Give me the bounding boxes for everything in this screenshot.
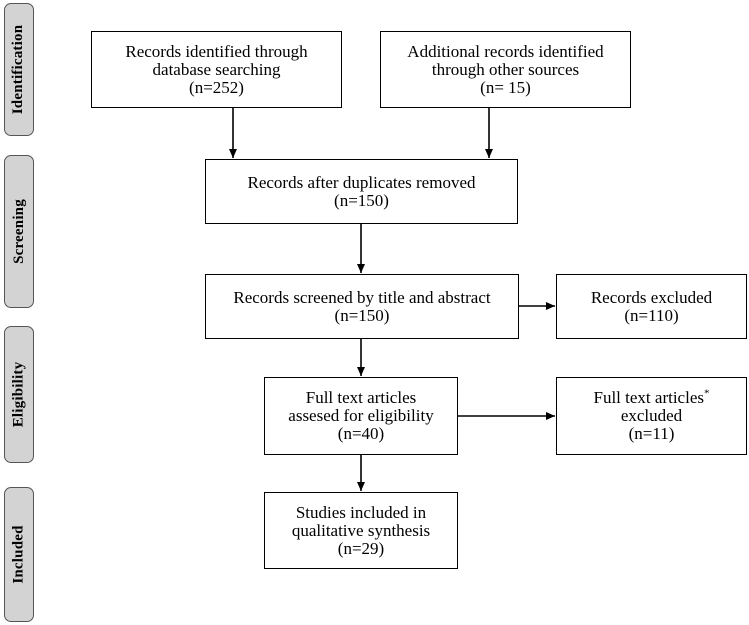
screened-records-box: Records screened by title and abstract (… (205, 274, 519, 339)
other-sources-count: (n= 15) (480, 77, 531, 97)
phase-screening: Screening (4, 155, 34, 308)
full-text-assessed-line1: Full text articles (305, 388, 417, 407)
other-sources-line2: through other sources (431, 59, 580, 79)
other-sources-line1: Additional records identified (407, 41, 604, 61)
phase-identification: Identification (4, 3, 34, 136)
studies-included-line2: qualitative synthesis (291, 520, 431, 540)
full-text-assessed-box: Full text articles assesed for eligibili… (264, 377, 458, 455)
full-text-excluded-count: (n=11) (628, 424, 675, 443)
records-excluded-line1: Records excluded (590, 287, 713, 307)
database-records-line2: database searching (152, 59, 281, 79)
duplicates-removed-line1: Records after duplicates removed (247, 172, 476, 192)
asterisk-footnote-mark: * (703, 387, 710, 400)
database-records-count: (n=252) (189, 77, 244, 97)
phase-eligibility: Eligibility (4, 326, 34, 463)
studies-included-box: Studies included in qualitative synthesi… (264, 492, 458, 569)
records-excluded-box: Records excluded (n=110) (556, 274, 747, 339)
duplicates-removed-count: (n=150) (334, 190, 389, 210)
full-text-excluded-line1: Full text articles* (593, 387, 710, 407)
screened-records-line1: Records screened by title and abstract (233, 287, 491, 307)
database-records-box: Records identified through database sear… (91, 31, 342, 108)
other-sources-box: Additional records identified through ot… (380, 31, 631, 108)
screened-records-count: (n=150) (334, 305, 390, 325)
duplicates-removed-box: Records after duplicates removed (n=150) (205, 159, 518, 224)
full-text-excluded-title: Full text articles (593, 388, 704, 407)
full-text-excluded-line2: excluded (620, 406, 683, 425)
phase-included: Included (4, 487, 34, 622)
studies-included-line1: Studies included in (295, 502, 427, 522)
full-text-assessed-line2: assesed for eligibility (288, 406, 434, 425)
studies-included-count: (n=29) (337, 538, 385, 558)
database-records-line1: Records identified through (125, 41, 308, 61)
full-text-excluded-box: Full text articles* excluded (n=11) (556, 377, 747, 455)
records-excluded-count: (n=110) (624, 305, 679, 325)
full-text-assessed-count: (n=40) (337, 424, 385, 443)
